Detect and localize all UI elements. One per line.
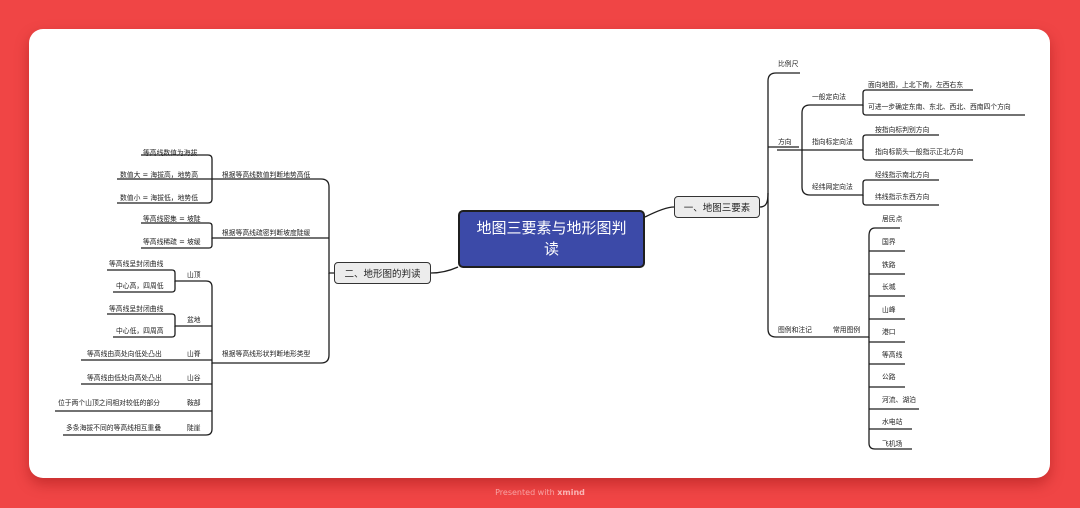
topic-terrain[interactable]: 根据等高线形状判断地形类型 bbox=[222, 350, 311, 358]
leaf-grid-1[interactable]: 经线指示南北方向 bbox=[875, 171, 930, 179]
leaf-basin-2[interactable]: 中心低，四周高 bbox=[116, 327, 164, 335]
leaf-compass-1[interactable]: 按指向标判别方向 bbox=[875, 126, 930, 134]
leaf-peak-1[interactable]: 等高线呈封闭曲线 bbox=[109, 260, 164, 268]
leaf-grid-2[interactable]: 纬线指示东西方向 bbox=[875, 193, 930, 201]
topic-compass-method[interactable]: 指向标定向法 bbox=[812, 138, 853, 146]
presented-with-footer[interactable]: Presented with xmind bbox=[0, 488, 1080, 497]
leaf-slope-1[interactable]: 等高线密集 = 坡陡 bbox=[143, 215, 201, 223]
leaf-general-2[interactable]: 可进一步确定东南、东北、西北、西南四个方向 bbox=[868, 103, 1011, 111]
branch-map-elements[interactable]: 一、地图三要素 bbox=[674, 196, 760, 218]
leaf-altitude-3[interactable]: 数值小 = 海拔低，地势低 bbox=[120, 194, 198, 202]
leaf-general-1[interactable]: 面向地图，上北下南，左西右东 bbox=[868, 81, 964, 89]
topic-ridge[interactable]: 山脊 bbox=[187, 350, 201, 358]
topic-valley[interactable]: 山谷 bbox=[187, 374, 201, 382]
legend-item[interactable]: 山峰 bbox=[882, 306, 896, 314]
topic-saddle[interactable]: 鞍部 bbox=[187, 399, 201, 407]
topic-slope[interactable]: 根据等高线疏密判断坡度陡缓 bbox=[222, 229, 311, 237]
xmind-brand: xmind bbox=[557, 488, 585, 497]
topic-cliff[interactable]: 陡崖 bbox=[187, 424, 201, 432]
leaf-ridge[interactable]: 等高线由高处向低处凸出 bbox=[87, 350, 162, 358]
topic-common-legend[interactable]: 常用图例 bbox=[833, 326, 861, 334]
leaf-altitude-2[interactable]: 数值大 = 海拔高，地势高 bbox=[120, 171, 198, 179]
topic-direction[interactable]: 方向 bbox=[778, 138, 792, 146]
leaf-saddle[interactable]: 位于两个山顶之间相对较低的部分 bbox=[58, 399, 160, 407]
topic-scale[interactable]: 比例尺 bbox=[778, 60, 799, 68]
leaf-peak-2[interactable]: 中心高，四周低 bbox=[116, 282, 164, 290]
topic-altitude[interactable]: 根据等高线数值判断地势高低 bbox=[222, 171, 311, 179]
branch-topo-reading[interactable]: 二、地形图的判读 bbox=[334, 262, 431, 284]
leaf-slope-2[interactable]: 等高线稀疏 = 坡缓 bbox=[143, 238, 201, 246]
legend-item[interactable]: 公路 bbox=[882, 373, 896, 381]
legend-item[interactable]: 居民点 bbox=[882, 215, 903, 223]
legend-item[interactable]: 河流、湖泊 bbox=[882, 396, 916, 404]
leaf-altitude-1[interactable]: 等高线数值为海拔 bbox=[143, 149, 198, 157]
leaf-compass-2[interactable]: 指向标箭头一般指示正北方向 bbox=[875, 148, 964, 156]
legend-item[interactable]: 水电站 bbox=[882, 418, 903, 426]
connector-lines bbox=[55, 72, 1025, 450]
legend-item[interactable]: 铁路 bbox=[882, 261, 896, 269]
leaf-cliff[interactable]: 多条海拔不同的等高线相互重叠 bbox=[66, 424, 162, 432]
legend-item[interactable]: 国界 bbox=[882, 238, 896, 246]
footer-prefix: Presented with bbox=[495, 488, 555, 497]
topic-basin[interactable]: 盆地 bbox=[187, 316, 201, 324]
topic-grid-method[interactable]: 经纬网定向法 bbox=[812, 183, 853, 191]
topic-legend-notes[interactable]: 图例和注记 bbox=[778, 326, 812, 334]
mindmap-canvas: 地图三要素与地形图判读 一、地图三要素 比例尺 方向 一般定向法 指向标定向法 … bbox=[29, 29, 1050, 478]
topic-general-method[interactable]: 一般定向法 bbox=[812, 93, 846, 101]
leaf-valley[interactable]: 等高线由低处向高处凸出 bbox=[87, 374, 162, 382]
legend-item[interactable]: 等高线 bbox=[882, 351, 903, 359]
root-topic[interactable]: 地图三要素与地形图判读 bbox=[458, 210, 645, 268]
legend-item[interactable]: 港口 bbox=[882, 328, 896, 336]
legend-item[interactable]: 飞机场 bbox=[882, 440, 903, 448]
leaf-basin-1[interactable]: 等高线呈封闭曲线 bbox=[109, 305, 164, 313]
topic-peak[interactable]: 山顶 bbox=[187, 271, 201, 279]
legend-item[interactable]: 长城 bbox=[882, 283, 896, 291]
